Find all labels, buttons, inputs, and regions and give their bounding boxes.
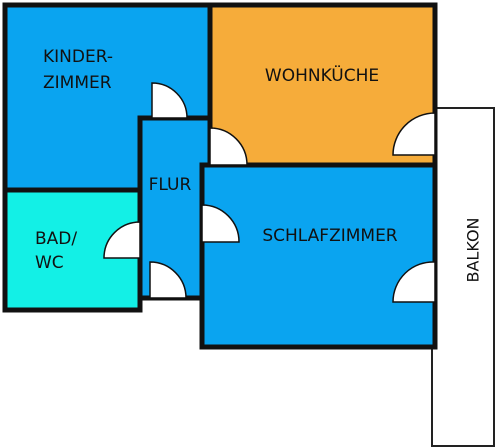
door-balkon-wohnkueche[interactable] xyxy=(392,112,436,156)
door-entrance[interactable] xyxy=(149,261,187,299)
kinderzimmer-label-2: ZIMMER xyxy=(43,73,112,93)
schlafzimmer-label: SCHLAFZIMMER xyxy=(262,226,397,246)
door-kinderzimmer[interactable] xyxy=(151,82,188,119)
bad-label-1: BAD/ xyxy=(35,229,77,249)
walls xyxy=(2,2,438,350)
balkon-label: BALKON xyxy=(464,217,483,282)
door-wohnkueche[interactable] xyxy=(209,127,248,166)
wohnkueche-label: WOHNKÜCHE xyxy=(265,64,379,86)
door-schlafzimmer[interactable] xyxy=(201,204,240,243)
kinderzimmer-label-1: KINDER- xyxy=(43,47,113,67)
balkon-area xyxy=(431,107,495,447)
room-schlafzimmer[interactable] xyxy=(202,165,435,347)
doors xyxy=(103,82,436,303)
flur-label: FLUR xyxy=(149,175,192,195)
bad-label-2: WC xyxy=(35,253,64,273)
door-bad[interactable] xyxy=(103,221,141,259)
room-balkon[interactable]: BALKON xyxy=(431,107,495,447)
door-balkon-schlafzimmer[interactable] xyxy=(392,261,436,303)
